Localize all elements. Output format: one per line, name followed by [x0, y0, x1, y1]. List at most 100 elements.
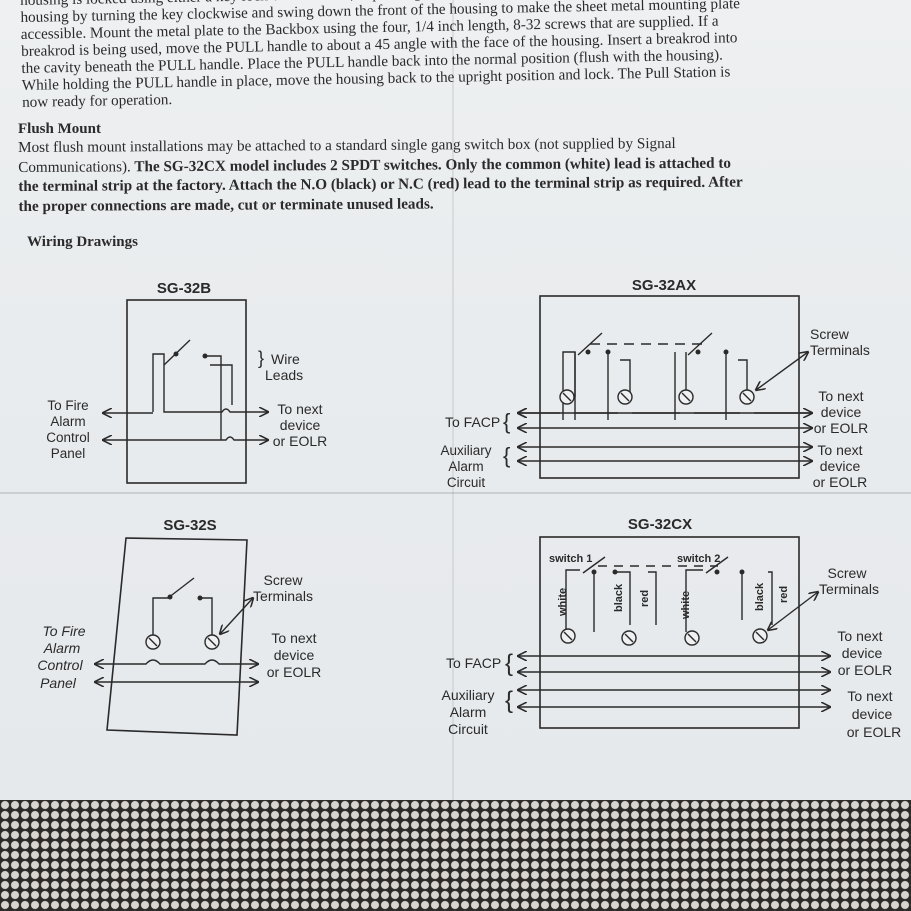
right-label: device	[821, 404, 862, 420]
paper-fold-vertical	[452, 0, 454, 800]
diagram-title: SG-32CX	[628, 516, 692, 533]
switch-contact	[585, 349, 591, 355]
right-label: device	[852, 706, 893, 722]
right-label: device	[280, 417, 321, 433]
screw-terminal	[684, 630, 700, 646]
black-lead-label: black	[613, 583, 625, 612]
diagram-title: SG-32B	[157, 280, 211, 297]
to-facp-label: To FACP	[446, 655, 501, 671]
screw-terminals-label: Terminals	[819, 581, 879, 597]
screw-terminal	[621, 630, 637, 646]
screw-terminals-label: Terminals	[253, 588, 313, 604]
wire-top	[95, 660, 258, 664]
fabric-background	[0, 800, 911, 911]
screw-terminals-label: Screw	[828, 565, 868, 581]
wire-lead	[738, 359, 748, 397]
right-label: To next	[271, 630, 316, 646]
left-label: Control	[37, 657, 83, 673]
switch-arm	[167, 577, 195, 599]
wire-lead	[205, 355, 222, 440]
screw-terminal	[559, 389, 575, 405]
left-label: Panel	[51, 446, 86, 461]
diagram-sg32ax: SG-32AX	[440, 277, 869, 490]
screw-terminal	[739, 389, 755, 405]
wire-lead-red	[768, 571, 773, 625]
switch-contact	[167, 594, 173, 600]
right-label: To next	[277, 401, 322, 417]
wire-leads-label: Wire	[271, 351, 300, 367]
right-label: To next	[847, 688, 892, 704]
diagram-sg32cx: SG-32CX switch 1 switch 2 white black	[442, 516, 902, 740]
left-label: Alarm	[43, 640, 81, 656]
switch-1-label: switch 1	[549, 553, 592, 565]
wire-right-top	[213, 409, 268, 412]
red-lead-label: red	[778, 586, 790, 603]
red-lead-label: red	[639, 590, 651, 607]
right-label: device	[274, 647, 315, 663]
switch-2-label: switch 2	[677, 553, 720, 565]
wiring-diagrams: SG-32B } Wire Leads To Fire Alarm Contro…	[37, 277, 902, 740]
black-lead-label: black	[754, 582, 766, 611]
wire-lead	[200, 597, 213, 640]
diagram-sg32s: SG-32S Screw Terminals To next device or…	[37, 517, 321, 736]
screw-terminal	[145, 634, 161, 650]
switch-arm	[705, 556, 729, 574]
right-label: To next	[818, 388, 863, 404]
brace-icon: {	[503, 409, 510, 434]
wire-lead	[562, 351, 576, 420]
aux-label: Alarm	[448, 459, 483, 474]
switch-contact	[173, 351, 179, 357]
left-label: To Fire	[47, 398, 88, 413]
right-label: To next	[837, 628, 882, 644]
terminal-pointer	[768, 592, 818, 630]
diagram-sg32b: SG-32B } Wire Leads To Fire Alarm Contro…	[46, 280, 327, 484]
brace-icon: {	[505, 650, 513, 677]
brace-icon: {	[503, 443, 510, 468]
backbox-outline	[106, 537, 248, 736]
brace-icon: {	[505, 687, 513, 714]
switch-arm	[687, 332, 713, 356]
wire-right-bottom	[221, 437, 268, 440]
terminal-pointer	[220, 598, 253, 634]
instruction-sheet: housing is locked using either a key loc…	[0, 0, 911, 800]
aux-label: Auxiliary	[440, 443, 491, 458]
brace-icon: }	[258, 348, 264, 368]
backbox-outline	[126, 299, 247, 484]
left-label: To Fire	[42, 623, 85, 639]
aux-label: Circuit	[448, 721, 488, 737]
screw-terminals-label: Screw	[264, 572, 304, 588]
right-label: or EOLR	[813, 474, 867, 490]
wire-leads-label: Leads	[265, 367, 303, 383]
to-facp-label: To FACP	[445, 414, 500, 430]
backbox-outline	[539, 536, 800, 729]
left-label: Alarm	[50, 414, 85, 429]
diagram-title: SG-32S	[163, 517, 216, 534]
paper-fold-horizontal	[0, 492, 911, 494]
wire-lead	[615, 571, 631, 625]
switch-contact	[714, 569, 720, 575]
right-label: device	[820, 458, 861, 474]
aux-label: Circuit	[447, 475, 486, 490]
wire-lead-white	[685, 569, 703, 632]
switch-contact	[695, 349, 701, 355]
right-label: device	[842, 645, 883, 661]
right-label: or EOLR	[814, 420, 868, 436]
flush-mount-heading: Flush Mount	[18, 121, 101, 137]
diagram-title: SG-32AX	[632, 277, 696, 294]
white-lead-label: white	[557, 588, 569, 617]
left-label: Panel	[40, 675, 77, 691]
screw-terminals-label: Screw	[810, 326, 850, 342]
wire-lead	[152, 597, 168, 640]
wire-lead-red	[648, 571, 657, 625]
wire-lead	[210, 364, 233, 405]
screw-terminal	[560, 628, 576, 644]
right-label: or EOLR	[267, 664, 321, 680]
wiring-drawings-heading: Wiring Drawings	[27, 234, 138, 250]
screw-terminal	[678, 389, 694, 405]
screw-terminal	[204, 634, 220, 650]
screw-terminals-label: Terminals	[810, 342, 870, 358]
right-label: or EOLR	[838, 662, 892, 678]
wire-lead-white	[565, 569, 580, 632]
wire-lead	[620, 359, 631, 397]
screw-terminal	[617, 389, 633, 405]
